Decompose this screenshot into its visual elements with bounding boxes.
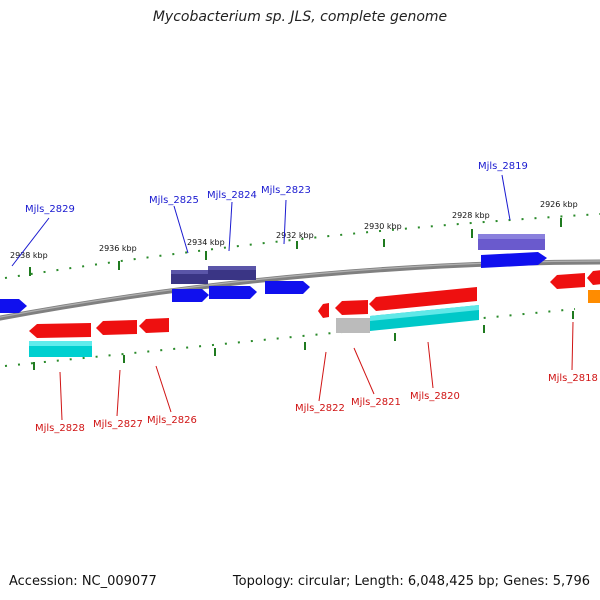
forward-gene-arrow[interactable] — [209, 286, 257, 299]
gene-label-reverse[interactable]: Mjls_2818 — [548, 373, 598, 384]
reverse-features — [29, 270, 600, 357]
reverse-gene-arrow[interactable] — [96, 320, 137, 335]
forward-gene-arrow[interactable] — [0, 299, 27, 313]
reverse-scale-line — [4, 308, 576, 367]
forward-rna-bar-highlight — [208, 266, 256, 270]
callout-line — [571, 321, 574, 371]
callout-line — [427, 341, 434, 389]
gene-label-reverse[interactable]: Mjls_2827 — [93, 419, 143, 430]
forward-features — [0, 234, 547, 313]
forward-rna-bar-highlight — [171, 270, 208, 274]
gene-label-reverse[interactable]: Mjls_2828 — [35, 423, 85, 434]
gene-label-reverse[interactable]: Mjls_2822 — [295, 403, 345, 414]
callout-line — [11, 217, 50, 267]
kbp-label: 2938 kbp — [10, 251, 48, 260]
reverse-gene-arrow[interactable] — [139, 318, 169, 333]
callout-line — [155, 365, 172, 413]
reverse-callout-lines — [59, 321, 574, 421]
gene-label-forward[interactable]: Mjls_2819 — [478, 161, 528, 172]
reverse-gene-arrow[interactable] — [369, 287, 477, 311]
forward-gene-arrow[interactable] — [172, 289, 209, 302]
kbp-label: 2926 kbp — [540, 200, 578, 209]
gene-label-forward[interactable]: Mjls_2829 — [25, 204, 75, 215]
major-ticks — [29, 218, 574, 370]
callout-line — [501, 174, 511, 221]
kbp-label: 2930 kbp — [364, 222, 402, 231]
gene-label-forward[interactable]: Mjls_2825 — [149, 195, 199, 206]
accession-text: Accession: NC_009077 — [9, 574, 157, 589]
forward-gene-arrow[interactable] — [481, 252, 547, 268]
gene-label-forward[interactable]: Mjls_2823 — [261, 185, 311, 196]
reverse-gene-arrow[interactable] — [318, 303, 329, 318]
forward-gene-arrow[interactable] — [265, 281, 310, 294]
reverse-gene-arrow[interactable] — [29, 323, 91, 338]
reverse-rna-bar-highlight — [29, 341, 92, 346]
gene-label-forward[interactable]: Mjls_2824 — [207, 190, 257, 201]
callout-line — [283, 199, 287, 245]
kbp-label: 2936 kbp — [99, 244, 137, 253]
kbp-label: 2932 kbp — [276, 231, 314, 240]
gene-label-reverse[interactable]: Mjls_2820 — [410, 391, 460, 402]
reverse-gene-arrow[interactable] — [335, 300, 368, 315]
callout-line — [318, 351, 327, 402]
reverse-gene-arrow[interactable] — [550, 273, 585, 289]
callout-line — [228, 201, 233, 252]
callout-line — [59, 371, 63, 421]
forward-callout-lines — [11, 174, 511, 267]
reverse-pseudo-bar[interactable] — [588, 290, 600, 303]
callout-line — [173, 205, 189, 254]
topology-text: Topology: circular; Length: 6,048,425 bp… — [232, 574, 590, 589]
reverse-rna-bar-highlight — [370, 305, 479, 321]
genome-title: Mycobacterium sp. JLS, complete genome — [152, 9, 448, 25]
reverse-other-bar[interactable] — [336, 318, 370, 333]
kbp-label: 2934 kbp — [187, 238, 225, 247]
gene-label-reverse[interactable]: Mjls_2821 — [351, 397, 401, 408]
callout-line — [116, 369, 121, 417]
forward-rna-bar-highlight — [478, 234, 545, 239]
callout-line — [353, 347, 375, 395]
kbp-label: 2928 kbp — [452, 211, 490, 220]
gene-label-reverse[interactable]: Mjls_2826 — [147, 415, 197, 426]
reverse-gene-arrow[interactable] — [587, 270, 600, 285]
